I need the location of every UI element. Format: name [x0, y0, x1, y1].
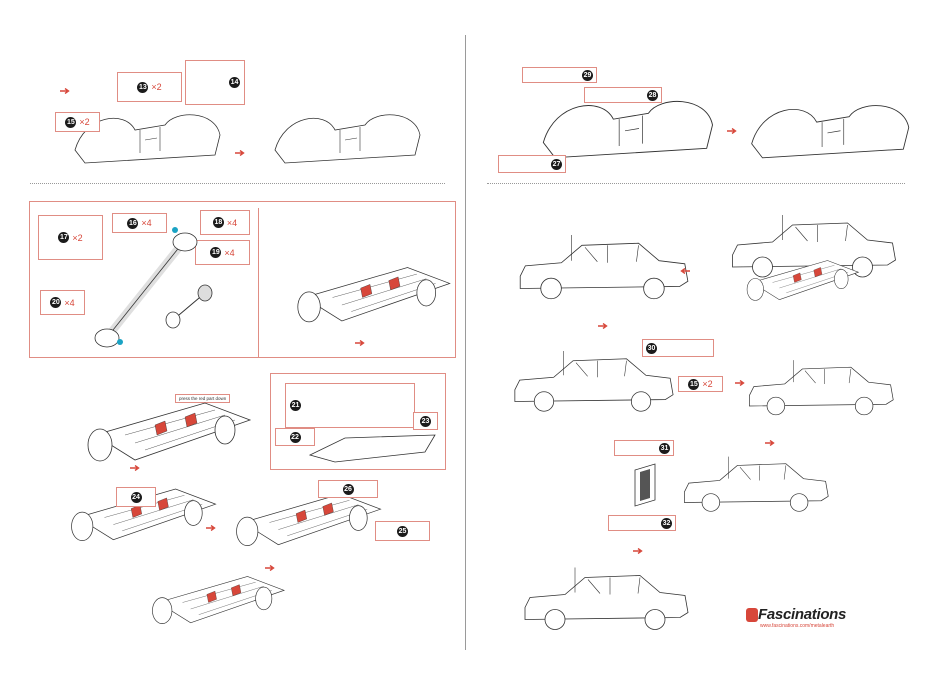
part-number: 19 — [210, 247, 222, 258]
part-callout-31: 31 — [614, 440, 674, 456]
part-callout-18: 18×4 — [200, 210, 250, 235]
chassis-detail-frame — [270, 373, 446, 470]
rear-panel-drawing — [634, 463, 656, 507]
part-number: 23 — [420, 415, 431, 427]
finished-car-drawing — [524, 567, 689, 630]
part-number: 29 — [582, 69, 593, 81]
part-callout-13: 13×2 — [117, 72, 182, 102]
part-number: 18 — [212, 217, 224, 228]
part-callout-20: 20×4 — [40, 290, 85, 315]
part-callout-16: 16×4 — [112, 213, 167, 233]
arrow-icon — [598, 323, 608, 329]
arrow-icon — [633, 548, 643, 554]
part-number: 15 — [65, 116, 77, 128]
axle-exploded-drawing — [94, 227, 198, 348]
car-body-drawing — [519, 235, 689, 300]
part-number: 30 — [646, 342, 657, 354]
part-number: 21 — [290, 400, 301, 411]
part-callout-29: 29 — [522, 67, 597, 83]
part-number: 27 — [551, 158, 562, 170]
part-quantity: ×4 — [224, 247, 235, 258]
part-number: 20 — [50, 297, 62, 308]
part-number: 16 — [127, 217, 139, 229]
car-bumper-result-drawing — [749, 360, 894, 416]
part-number: 13 — [137, 81, 149, 93]
part-number: 14 — [229, 77, 240, 88]
part-number: 17 — [58, 232, 70, 243]
car-rear-step-drawing — [684, 456, 829, 512]
part-callout-25: 25 — [375, 521, 430, 541]
step-divider-left — [30, 183, 445, 184]
part-callout-15-right: 15×2 — [678, 376, 723, 392]
part-quantity: ×2 — [72, 232, 83, 243]
axle-result-drawing — [165, 284, 213, 329]
part-callout-17: 17×2 — [38, 215, 103, 260]
part-quantity: ×2 — [151, 82, 162, 92]
arrow-icon — [355, 340, 365, 346]
part-callout-14: 14 — [185, 60, 245, 105]
step-divider-right — [487, 183, 905, 184]
part-callout-19: 19×4 — [195, 240, 250, 265]
part-callout-32: 32 — [608, 515, 676, 531]
arrow-icon — [265, 565, 275, 571]
part-callout-15: 15×2 — [55, 112, 100, 132]
arrow-icon — [680, 268, 690, 274]
part-number: 15 — [688, 378, 700, 390]
axle-step-frame — [29, 201, 456, 358]
axle-chassis-drawing — [297, 267, 451, 323]
part-callout-22: 22 — [275, 428, 315, 446]
instruction-note: press the red part down — [175, 394, 231, 403]
part-number: 24 — [130, 491, 142, 503]
arrow-icon — [60, 88, 70, 94]
part-number: 25 — [397, 525, 408, 537]
chassis-complete-drawing — [152, 576, 285, 624]
part-callout-26: 26 — [318, 480, 378, 498]
brand-name: Fascinations — [758, 606, 847, 623]
part-callout-30: 30 — [642, 339, 714, 357]
part-callout-24: 24 — [116, 487, 156, 507]
brand-logo: Fascinations www.fascinations.com/metale… — [746, 606, 847, 629]
part-quantity: ×2 — [702, 379, 713, 389]
part-quantity: ×4 — [141, 218, 152, 228]
brand-mark-icon — [746, 608, 758, 622]
brand-url: www.fascinations.com/metalearth — [760, 623, 835, 629]
part-quantity: ×4 — [226, 217, 238, 228]
chassis-drawing — [87, 402, 251, 462]
front-grille-result — [751, 105, 910, 159]
part-callout-28: 28 — [584, 87, 662, 103]
arrow-icon — [727, 128, 737, 134]
body-assembly-result — [274, 114, 421, 164]
body-assembly-drawing — [74, 114, 221, 164]
part-callout-27: 27 — [498, 155, 566, 173]
arrow-icon — [130, 465, 140, 471]
part-number: 28 — [647, 89, 658, 101]
part-number: 22 — [289, 431, 301, 443]
part-callout-21: 21 — [285, 383, 415, 428]
part-number: 32 — [661, 517, 672, 529]
chassis-subframe-drawing — [308, 434, 436, 463]
part-quantity: ×2 — [79, 117, 90, 127]
arrow-icon — [206, 525, 216, 531]
arrow-icon — [735, 380, 745, 386]
axle-result-frame — [258, 208, 456, 358]
car-body-over-chassis-drawing — [732, 215, 896, 301]
page-divider — [465, 35, 466, 650]
part-number: 31 — [659, 442, 670, 454]
arrow-icon — [765, 440, 775, 446]
car-bumper-step-drawing — [514, 350, 674, 412]
arrow-icon — [235, 150, 245, 156]
part-number: 26 — [342, 483, 354, 495]
part-quantity: ×4 — [64, 297, 75, 308]
part-callout-23: 23 — [413, 412, 438, 430]
